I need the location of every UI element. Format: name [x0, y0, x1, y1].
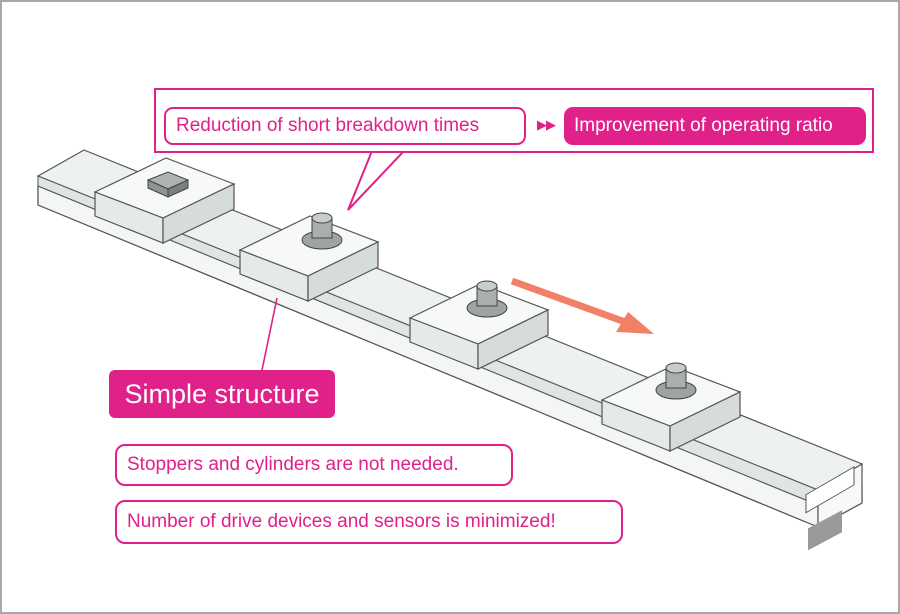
- feature-title: Simple structure: [109, 370, 335, 418]
- direction-arrow: [510, 277, 654, 334]
- pallet-1: [93, 157, 236, 244]
- feature-note-2: Number of drive devices and sensors is m…: [115, 500, 623, 544]
- leader-line: [261, 297, 278, 371]
- end-cap-vent: [808, 510, 842, 551]
- effect-label: Improvement of operating ratio: [564, 107, 866, 145]
- feature-note-1: Stoppers and cylinders are not needed.: [115, 444, 513, 486]
- callout-pointer: [347, 150, 407, 211]
- double-arrow-icon: ▶▶: [537, 117, 556, 132]
- pallet-3: [408, 280, 550, 370]
- pallet-4: [600, 362, 742, 452]
- cause-label: Reduction of short breakdown times: [164, 107, 526, 145]
- pallet-2: [238, 212, 380, 302]
- end-cap-slot: [805, 466, 855, 514]
